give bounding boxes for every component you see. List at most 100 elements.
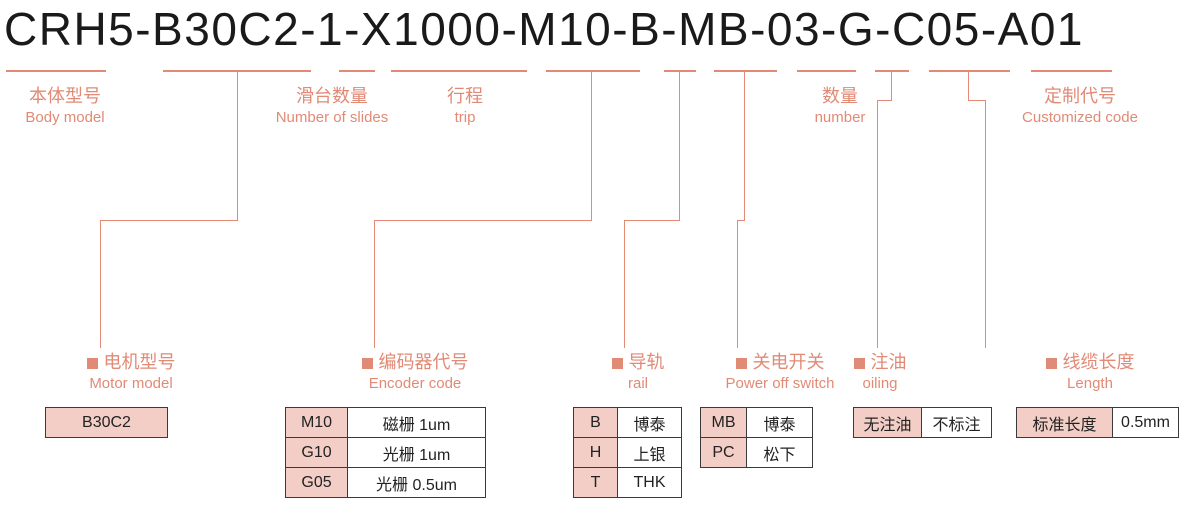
table-cell-key: B30C2 <box>45 407 168 438</box>
table-row: G05 光栅 0.5um <box>285 467 486 498</box>
leader-line <box>679 72 680 220</box>
motor-table: B30C2 <box>45 407 168 438</box>
table-cell-key: G05 <box>285 467 348 498</box>
label-encoder-code: 编码器代号 Encoder code <box>355 350 475 394</box>
label-zh: 线缆长度 <box>1062 352 1135 372</box>
leader-line <box>968 72 969 100</box>
label-zh: 电机型号 <box>103 352 176 372</box>
table-cell: 光栅 1um <box>347 437 486 468</box>
label-zh: 导轨 <box>628 352 665 372</box>
table-cell-key: T <box>573 467 618 498</box>
rail-table: B 博泰 H 上银 T THK <box>573 407 682 498</box>
underline-cable-length <box>929 70 1010 72</box>
leader-line <box>374 220 592 221</box>
label-en: Body model <box>25 109 105 126</box>
table-cell-key: PC <box>700 437 747 468</box>
label-number-of-slides: 滑台数量 Number of slides <box>272 84 392 128</box>
table-row: M10 磁栅 1um <box>285 407 486 438</box>
underline-oiling <box>875 70 909 72</box>
table-row: B30C2 <box>45 407 168 438</box>
label-trip: 行程 trip <box>425 84 505 128</box>
table-cell: 磁栅 1um <box>347 407 486 438</box>
underline-encoder-code <box>546 70 640 72</box>
label-number: 数量 number <box>800 84 880 128</box>
label-zh: 数量 <box>822 86 858 106</box>
leader-line <box>877 100 892 101</box>
leader-line <box>100 220 101 348</box>
leader-line <box>374 220 375 348</box>
table-row: T THK <box>573 467 682 498</box>
bullet-square-icon <box>611 358 623 369</box>
label-oiling: 注油 oiling <box>830 350 930 394</box>
table-cell: 博泰 <box>617 407 682 438</box>
label-en: Encoder code <box>368 375 462 392</box>
underline-number <box>797 70 856 72</box>
table-cell: 博泰 <box>746 407 813 438</box>
table-cell: THK <box>617 467 682 498</box>
label-zh: 滑台数量 <box>296 86 368 106</box>
oiling-table: 无注油 不标注 <box>853 407 992 438</box>
label-rail: 导轨 rail <box>588 350 688 394</box>
leader-line <box>985 100 986 348</box>
underline-motor-model <box>163 70 311 72</box>
label-power-off-switch: 关电开关 Power off switch <box>720 350 840 394</box>
table-cell: 上银 <box>617 437 682 468</box>
leader-line <box>891 72 892 100</box>
leader-line <box>968 100 986 101</box>
label-en: number <box>814 109 866 126</box>
bullet-square-icon <box>1045 358 1057 369</box>
label-en: trip <box>454 109 476 126</box>
table-cell-key: H <box>573 437 618 468</box>
label-motor-model: 电机型号 Motor model <box>76 350 186 394</box>
table-row: 标准长度 0.5mm <box>1016 407 1179 438</box>
table-row: B 博泰 <box>573 407 682 438</box>
label-body-model: 本体型号 Body model <box>10 84 120 128</box>
label-en: Length <box>1067 375 1113 392</box>
table-cell-key: 标准长度 <box>1016 407 1113 438</box>
label-zh: 本体型号 <box>29 86 101 106</box>
underline-power-off-switch <box>714 70 777 72</box>
underline-trip <box>391 70 527 72</box>
table-row: 无注油 不标注 <box>853 407 992 438</box>
underline-customized-code <box>1031 70 1112 72</box>
table-cell-key: G10 <box>285 437 348 468</box>
length-table: 标准长度 0.5mm <box>1016 407 1179 438</box>
table-cell-key: 无注油 <box>853 407 922 438</box>
label-cable-length: 线缆长度 Length <box>1035 350 1145 394</box>
label-zh: 定制代号 <box>1044 86 1116 106</box>
table-cell-key: M10 <box>285 407 348 438</box>
switch-table: MB 博泰 PC 松下 <box>700 407 813 468</box>
table-cell: 不标注 <box>921 407 992 438</box>
table-row: H 上银 <box>573 437 682 468</box>
table-cell-key: MB <box>700 407 747 438</box>
table-row: MB 博泰 <box>700 407 813 438</box>
leader-line <box>237 72 238 220</box>
table-cell: 松下 <box>746 437 813 468</box>
table-row: PC 松下 <box>700 437 813 468</box>
leader-line <box>591 72 592 220</box>
label-en: rail <box>627 375 648 392</box>
leader-line <box>100 220 238 221</box>
label-en: Number of slides <box>275 109 389 126</box>
bullet-square-icon <box>853 358 865 369</box>
table-cell: 光栅 0.5um <box>347 467 486 498</box>
leader-line <box>737 220 745 221</box>
table-cell-key: B <box>573 407 618 438</box>
label-zh: 注油 <box>870 352 907 372</box>
label-zh: 行程 <box>447 86 483 106</box>
encoder-table: M10 磁栅 1um G10 光栅 1um G05 光栅 0.5um <box>285 407 486 498</box>
leader-line <box>624 220 680 221</box>
underline-rail <box>664 70 696 72</box>
label-en: Motor model <box>89 375 173 392</box>
label-en: Power off switch <box>725 375 835 392</box>
model-code-title: CRH5-B30C2-1-X1000-M10-B-MB-03-G-C05-A01 <box>4 3 1085 55</box>
leader-line <box>877 100 878 348</box>
underline-number-of-slides <box>339 70 375 72</box>
underline-body-model <box>6 70 106 72</box>
label-en: Customized code <box>1022 109 1138 126</box>
bullet-square-icon <box>361 358 373 369</box>
label-customized-code: 定制代号 Customized code <box>1015 84 1145 128</box>
table-cell: 0.5mm <box>1112 407 1179 438</box>
leader-line <box>737 220 738 348</box>
